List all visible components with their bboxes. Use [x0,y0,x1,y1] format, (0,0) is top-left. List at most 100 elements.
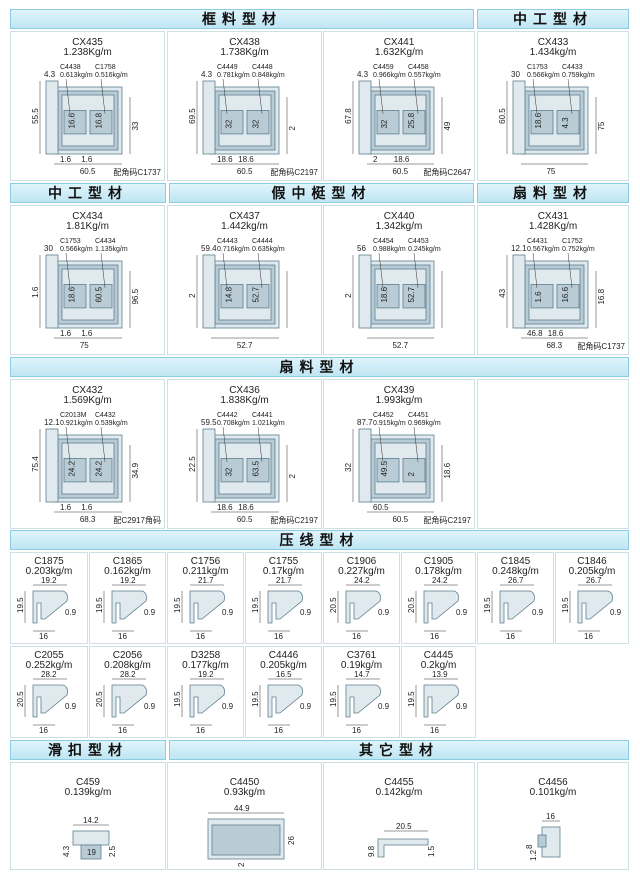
dimension-label: 14.7 [354,670,370,679]
dimension-label: 60.5 [237,167,253,176]
profile-weight: 1.442kg/m [221,221,268,232]
dimension-label: 2 [344,293,353,298]
dimension-label: 0.516kg/m [95,72,128,79]
dimension-label: 16 [39,632,48,641]
profile-section [89,458,113,483]
dimension-line [378,252,384,288]
dimension-label: 16.5 [276,670,292,679]
dimension-label: 19.5 [16,597,25,613]
dimension-label: 52.7 [237,341,253,350]
dimension-label: 20.5 [16,691,25,707]
dimension-label: 0.9 [456,702,468,711]
profile-section [63,284,87,309]
corner-connector-note: 配角码C2647 [423,168,471,177]
dimension-label: 49.5 [380,460,389,476]
dimension-label: 18.6 [238,155,254,164]
profile-section [246,284,270,309]
profile-code: CX440 [383,211,415,222]
dimension-label: 2 [237,862,246,867]
dimension-label: 12.1 [511,244,527,253]
profile-section [45,428,59,503]
bead-weight: 0.2kg/m [420,660,457,671]
dimension-label: 24.2 [67,460,76,476]
profile-weight: 1.342kg/m [375,221,423,232]
bead-section [499,590,535,624]
dimension-label: 2.5 [108,845,117,857]
dimension-label: 0.921kg/m [60,420,93,427]
bead-weight: 0.227kg/m [338,566,385,577]
profile-code: CX433 [537,37,569,48]
dimension-label: 43 [498,288,507,297]
bead-weight: 0.19kg/m [340,660,383,671]
dimension-label: 9.8 [367,845,376,857]
dimension-label: 16 [546,812,555,821]
dimension-label: 32 [380,119,389,128]
dimension-line [222,252,228,288]
dimension-label: 0.635kg/m [252,246,285,253]
profile-weight: 1.632Kg/m [374,47,424,58]
dimension-label: 1.6 [60,155,72,164]
dimension-label: 28.2 [41,670,57,679]
bead-code: C1845 [500,556,531,567]
dimension-label: 30 [511,70,520,79]
bead-weight: 0.162kg/m [104,566,151,577]
dimension-label: C4432 [95,412,116,419]
dimension-label: 96.5 [131,288,140,304]
header-mullion-profiles: 中工型材 [477,9,629,29]
dimension-label: 0.9 [300,702,312,711]
profile-weight: 1.838Kg/m [220,395,269,406]
dimension-label: 18.6 [534,112,543,128]
dimension-label: 60.5 [80,167,96,176]
bead-code: C2055 [34,650,64,661]
dimension-label: 59.4 [201,244,217,253]
dimension-label: 14.8 [224,286,233,302]
dimension-label: 0.752kg/m [562,246,595,253]
bead-section [267,684,303,718]
dimension-label: 0.966kg/m [373,72,406,79]
dimension-label: 0.245kg/m [408,246,441,253]
corner-connector-note: 配角码C1737 [113,168,161,177]
profile-code: CX441 [383,37,415,48]
dimension-label: 18.6 [217,155,233,164]
bead-weight: 0.252kg/m [25,660,73,671]
profile-section [246,458,270,483]
bead-weight: 0.205kg/m [260,660,307,671]
dimension-label: 1.6 [60,329,72,338]
dimension-label: 0.566kg/m [60,246,93,253]
profile-section [358,428,372,503]
dimension-label: 12.1 [44,418,60,427]
profile-section [376,458,400,483]
profile-section [376,110,400,135]
profile-section [89,110,113,135]
misc-code: C459 [76,777,100,788]
dimension-label: 18.6 [217,503,233,512]
corner-connector-note: 配角码C1737 [577,342,625,351]
dimension-line [532,78,538,114]
dimension-label: C4448 [252,64,273,71]
dimension-label: 1.2 [529,849,538,861]
dimension-label: 2 [288,474,297,479]
bead-section [32,590,68,624]
dimension-label: C4431 [527,238,548,245]
dimension-label: 24.2 [95,460,104,476]
profile-weight: 1.81Kg/m [66,221,109,232]
dimension-label: 2 [188,293,197,298]
dimension-label: C4438 [60,64,81,71]
dimension-label: 0.557kg/m [408,72,441,79]
profile-section [72,830,110,846]
profile-section [89,284,113,309]
dimension-label: 19.5 [251,691,260,707]
